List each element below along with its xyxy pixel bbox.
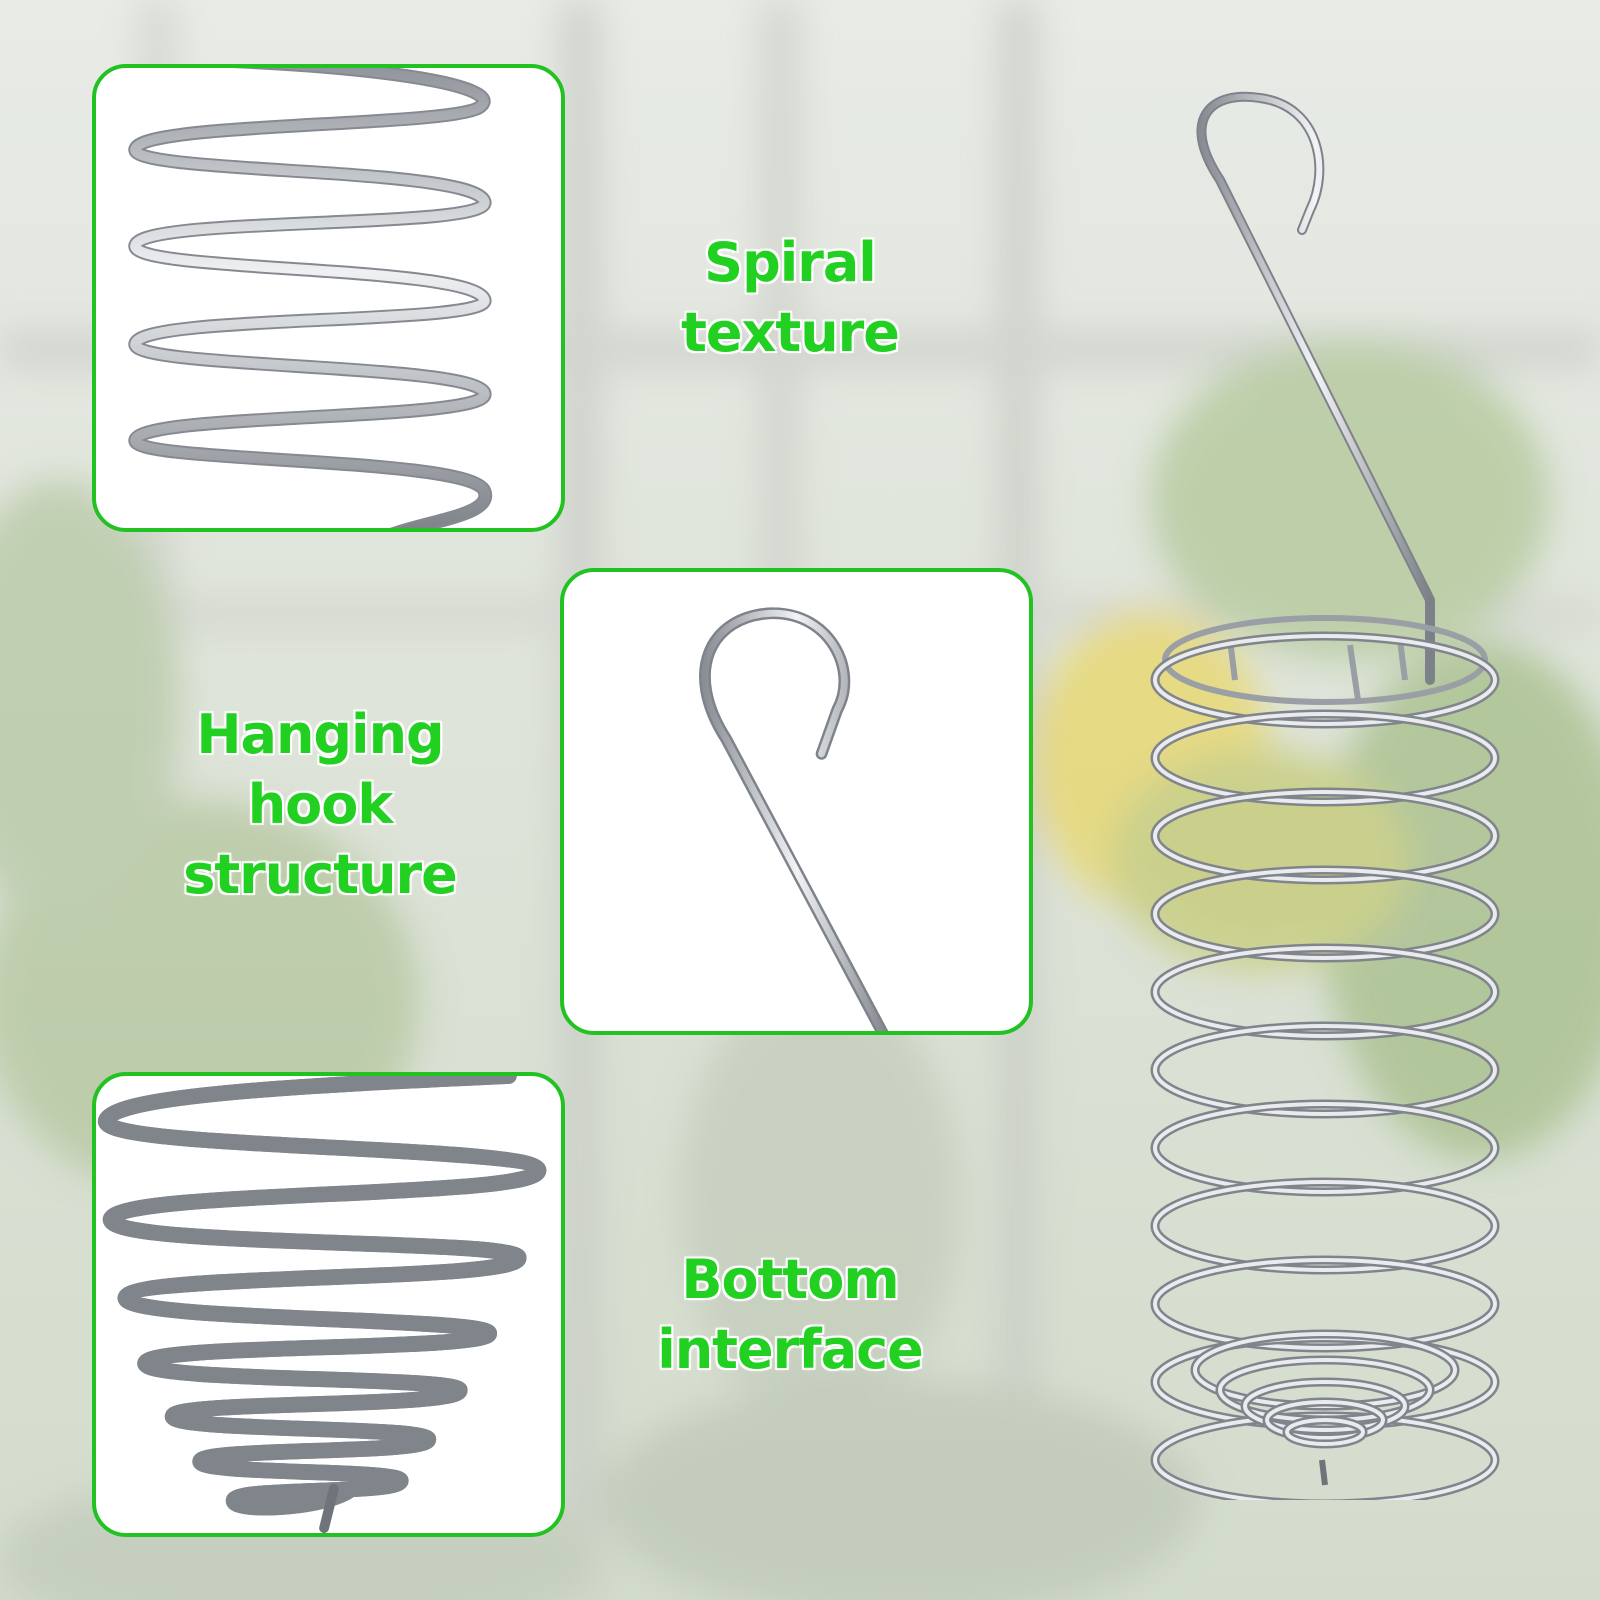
bottom-interface-detail-panel — [92, 1072, 565, 1537]
hanging-hook-caption: Hanging hook structure — [170, 700, 470, 910]
feeder-coil-highlight — [1153, 712, 1497, 804]
bottom-caption-line-2: interface — [656, 1317, 925, 1382]
cone-bottom-closeup-image — [96, 1076, 561, 1533]
spiral-texture-detail-panel — [92, 64, 565, 532]
hanging-hook-detail-panel — [560, 568, 1033, 1035]
feeder-coil-highlight — [1285, 1418, 1365, 1446]
hook-caption-line-2: hook — [247, 772, 395, 837]
hook-caption-line-3: structure — [182, 842, 459, 907]
feeder-coil-highlight — [1265, 1400, 1385, 1440]
feeder-bottom-tip — [1319, 1459, 1328, 1486]
spiral-coil-closeup-image — [128, 68, 493, 528]
bottom-interface-caption: Bottom interface — [630, 1245, 950, 1385]
feeder-coil-highlight — [1153, 1024, 1497, 1116]
spiral-caption-line-1: Spiral — [703, 230, 878, 295]
feeder-coil-highlight — [1243, 1380, 1407, 1432]
hook-caption-line-1: Hanging — [195, 702, 445, 767]
spiral-feeder-product-image — [1150, 91, 1500, 1500]
spiral-texture-caption: Spiral texture — [640, 228, 940, 368]
feeder-coil-highlight — [1153, 1258, 1497, 1350]
feeder-coil-highlight — [1153, 1180, 1497, 1272]
feeder-coil-highlight — [1153, 946, 1497, 1038]
spiral-caption-line-2: texture — [680, 300, 901, 365]
feeder-coil-highlight — [1153, 1102, 1497, 1194]
feeder-coil-highlight — [1153, 868, 1497, 960]
hook-closeup-image — [699, 607, 889, 1031]
feeder-coil-highlight — [1153, 790, 1497, 882]
bottom-caption-line-1: Bottom — [680, 1247, 900, 1312]
feeder-coil-highlight — [1153, 634, 1497, 726]
